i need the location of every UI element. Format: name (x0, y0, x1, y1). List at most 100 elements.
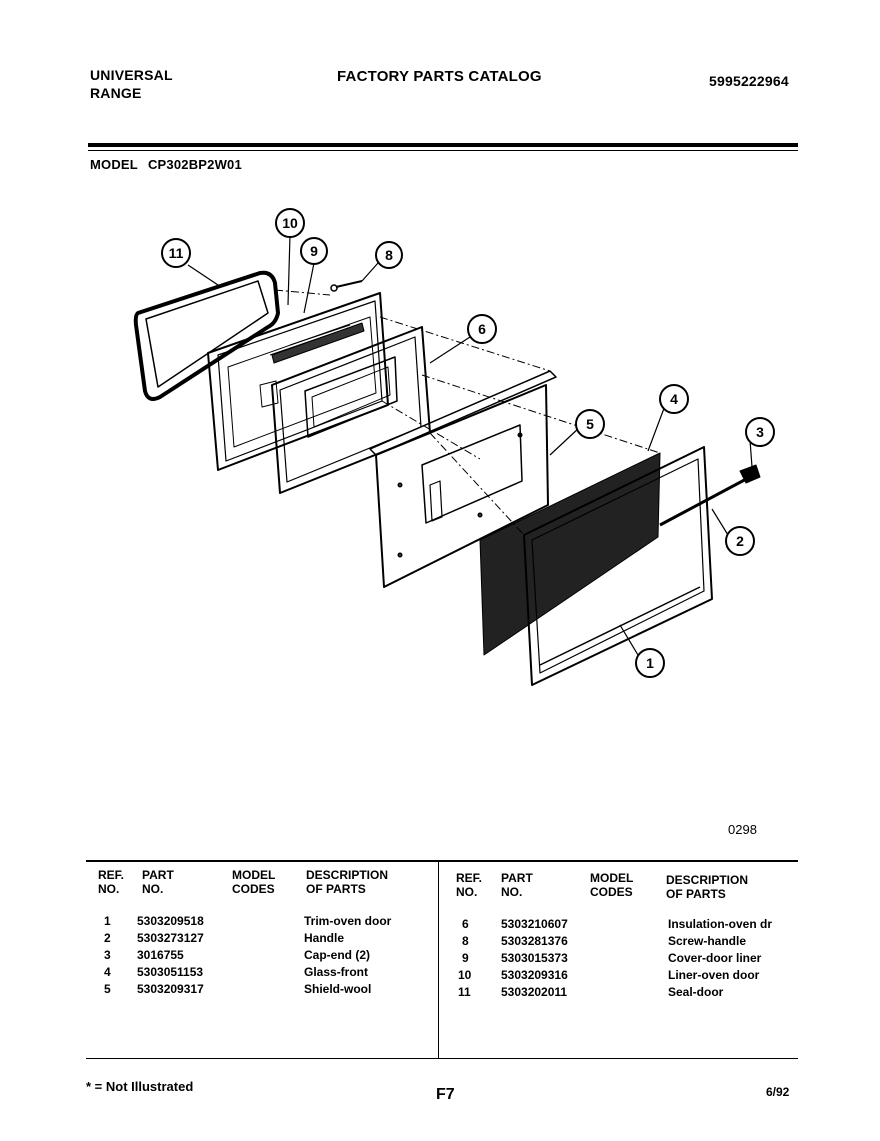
header-rule (88, 143, 798, 147)
part-cell: 5303210607 (501, 917, 568, 931)
callout-1-label: 1 (646, 655, 654, 671)
table-row: 2 5303273127 Handle (0, 930, 438, 947)
ref-cell: 6 (462, 917, 469, 931)
callout-4: 4 (659, 384, 689, 414)
header-ref-line1: REF. (98, 868, 125, 882)
header-desc-right: DESCRIPTION OF PARTS (666, 873, 748, 901)
callout-8-label: 8 (385, 247, 393, 263)
ref-cell: 3 (104, 948, 111, 962)
desc-cell: Trim-oven door (304, 914, 392, 928)
drawing-code: 0298 (728, 822, 757, 837)
part-cell: 3016755 (137, 948, 184, 962)
header-part-line1: PART (501, 871, 533, 885)
cover-door-liner-drawing (271, 322, 365, 364)
seal-door-drawing (133, 270, 280, 401)
header-part-left: PART NO. (142, 868, 174, 896)
table-row: 10 5303209316 Liner-oven door (0, 967, 880, 984)
parts-table-right: 6 5303210607 Insulation-oven dr 8 530328… (0, 916, 880, 1001)
revision-date: 6/92 (766, 1085, 790, 1099)
table-row: 9 5303015373 Cover-door liner (0, 950, 880, 967)
desc-cell: Cap-end (2) (304, 948, 370, 962)
ref-cell: 5 (104, 982, 111, 996)
part-cell: 5303015373 (501, 951, 568, 965)
table-row: 11 5303202011 Seal-door (0, 984, 880, 1001)
callout-5: 5 (575, 409, 605, 439)
table-row: 3 3016755 Cap-end (2) (0, 947, 438, 964)
header-ref-left: REF. NO. (98, 868, 124, 896)
parts-table-left: 1 5303209518 Trim-oven door 2 5303273127… (0, 913, 438, 998)
exploded-door-diagram: 11 10 9 8 6 5 4 3 2 1 (133, 208, 775, 686)
header-part-line2: NO. (142, 882, 164, 896)
header-desc-line1: DESCRIPTION (306, 868, 389, 882)
header-model-right: MODEL CODES (590, 871, 633, 899)
callout-10-label: 10 (282, 215, 298, 231)
table-bottom-rule (86, 1058, 798, 1059)
part-cell: 5303209317 (137, 982, 204, 996)
callout-1: 1 (635, 648, 665, 678)
liner-oven-door-drawing (207, 292, 389, 471)
table-row: 8 5303281376 Screw-handle (0, 933, 880, 950)
ref-cell: 2 (104, 931, 111, 945)
callout-4-label: 4 (670, 391, 678, 407)
brand-block: UNIVERSAL RANGE (90, 66, 173, 102)
callout-3-label: 3 (756, 424, 764, 440)
header-model-line1: MODEL (590, 871, 634, 885)
model-number: CP302BP2W01 (147, 157, 242, 172)
callout-6: 6 (467, 314, 497, 344)
header-desc-line2: OF PARTS (306, 882, 366, 896)
desc-cell: Seal-door (668, 985, 724, 999)
header-ref-line2: NO. (456, 885, 478, 899)
part-cell: 5303051153 (137, 965, 204, 979)
table-row: 6 5303210607 Insulation-oven dr (0, 916, 880, 933)
callout-3: 3 (745, 417, 775, 447)
header-desc-left: DESCRIPTION OF PARTS (306, 868, 388, 896)
part-cell: 5303273127 (137, 931, 204, 945)
glass-front-drawing (479, 452, 661, 656)
page-code: F7 (436, 1086, 455, 1103)
catalog-number: 5995222964 (709, 73, 789, 89)
table-row: 5 5303209317 Shield-wool (0, 981, 438, 998)
model-line: MODEL CP302BP2W01 (90, 157, 252, 172)
table-top-rule (86, 860, 798, 862)
desc-cell: Liner-oven door (668, 968, 760, 982)
header-model-line2: CODES (232, 882, 275, 896)
header-desc-line2: OF PARTS (666, 887, 726, 901)
table-divider (438, 862, 439, 1058)
ref-cell: 11 (458, 985, 471, 999)
ref-cell: 10 (458, 968, 472, 982)
ref-cell: 1 (104, 914, 111, 928)
header-part-line1: PART (142, 868, 174, 882)
desc-cell: Cover-door liner (668, 951, 762, 965)
callout-2: 2 (725, 526, 755, 556)
desc-cell: Handle (304, 931, 345, 945)
desc-cell: Screw-handle (668, 934, 747, 948)
handle-drawing (659, 464, 761, 527)
callout-6-label: 6 (478, 321, 486, 337)
table-row: 4 5303051153 Glass-front (0, 964, 438, 981)
part-cell: 5303202011 (501, 985, 568, 999)
catalog-title: FACTORY PARTS CATALOG (337, 68, 542, 85)
header-ref-right: REF. NO. (456, 871, 482, 899)
header-model-left: MODEL CODES (232, 868, 275, 896)
model-label: MODEL (90, 157, 138, 172)
callout-5-label: 5 (586, 416, 594, 432)
desc-cell: Glass-front (304, 965, 369, 979)
callout-9: 9 (300, 237, 328, 265)
screw-handle-drawing (330, 280, 363, 292)
part-cell: 5303281376 (501, 934, 568, 948)
desc-cell: Shield-wool (304, 982, 372, 996)
header-desc-line1: DESCRIPTION (666, 873, 749, 887)
brand-line-1: UNIVERSAL (90, 67, 173, 83)
callout-10: 10 (275, 208, 305, 238)
table-row: 1 5303209518 Trim-oven door (0, 913, 438, 930)
callout-11: 11 (161, 238, 191, 268)
header-rule-thin (88, 150, 798, 151)
header-model-line1: MODEL (232, 868, 276, 882)
ref-cell: 9 (462, 951, 469, 965)
not-illustrated-note: * = Not Illustrated (86, 1079, 194, 1094)
header-part-line2: NO. (501, 885, 523, 899)
part-cell: 5303209518 (137, 914, 204, 928)
ref-cell: 8 (462, 934, 469, 948)
desc-cell: Insulation-oven dr (668, 917, 773, 931)
header-ref-line1: REF. (456, 871, 483, 885)
